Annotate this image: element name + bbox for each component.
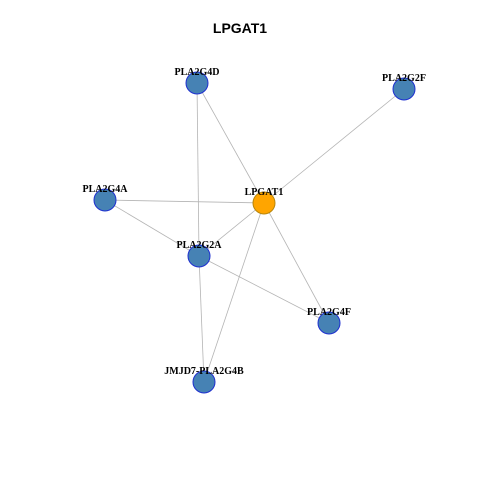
node-jmjd7-pla2g4b: [192, 370, 216, 394]
edge-pla2g4d-pla2g2a: [196, 82, 200, 257]
node-label-lpgat1: LPGAT1: [245, 187, 284, 198]
edge-pla2g4a-pla2g2a: [104, 199, 200, 257]
edge-pla2g4a-lpgat1: [104, 199, 265, 204]
node-label-pla2g4d: PLA2G4D: [175, 67, 220, 78]
edge-pla2g2a-jmjd7-pla2g4b: [198, 255, 205, 383]
edge-lpgat1-pla2g4f: [263, 202, 330, 324]
node-label-pla2g4a: PLA2G4A: [83, 184, 129, 195]
node-pla2g4f: [317, 311, 341, 335]
node-label-pla2g4f: PLA2G4F: [307, 307, 351, 318]
edge-pla2g2a-pla2g4f: [198, 255, 330, 324]
node-pla2g2a: [187, 244, 211, 268]
edge-pla2g2f-lpgat1: [263, 88, 405, 204]
nodes-layer: [93, 71, 416, 394]
edges-layer: [104, 82, 405, 383]
edge-pla2g4d-lpgat1: [196, 82, 265, 204]
node-label-pla2g2a: PLA2G2A: [177, 240, 223, 251]
node-label-pla2g2f: PLA2G2F: [382, 73, 426, 84]
edge-lpgat1-jmjd7-pla2g4b: [203, 202, 265, 383]
edge-lpgat1-pla2g2a: [198, 202, 265, 257]
node-lpgat1: [252, 191, 276, 215]
node-pla2g2f: [392, 77, 416, 101]
node-pla2g4d: [185, 71, 209, 95]
graph-title: LPGAT1: [212, 20, 268, 36]
node-label-jmjd7-pla2g4b: JMJD7-PLA2G4B: [164, 366, 244, 377]
node-pla2g4a: [93, 188, 117, 212]
